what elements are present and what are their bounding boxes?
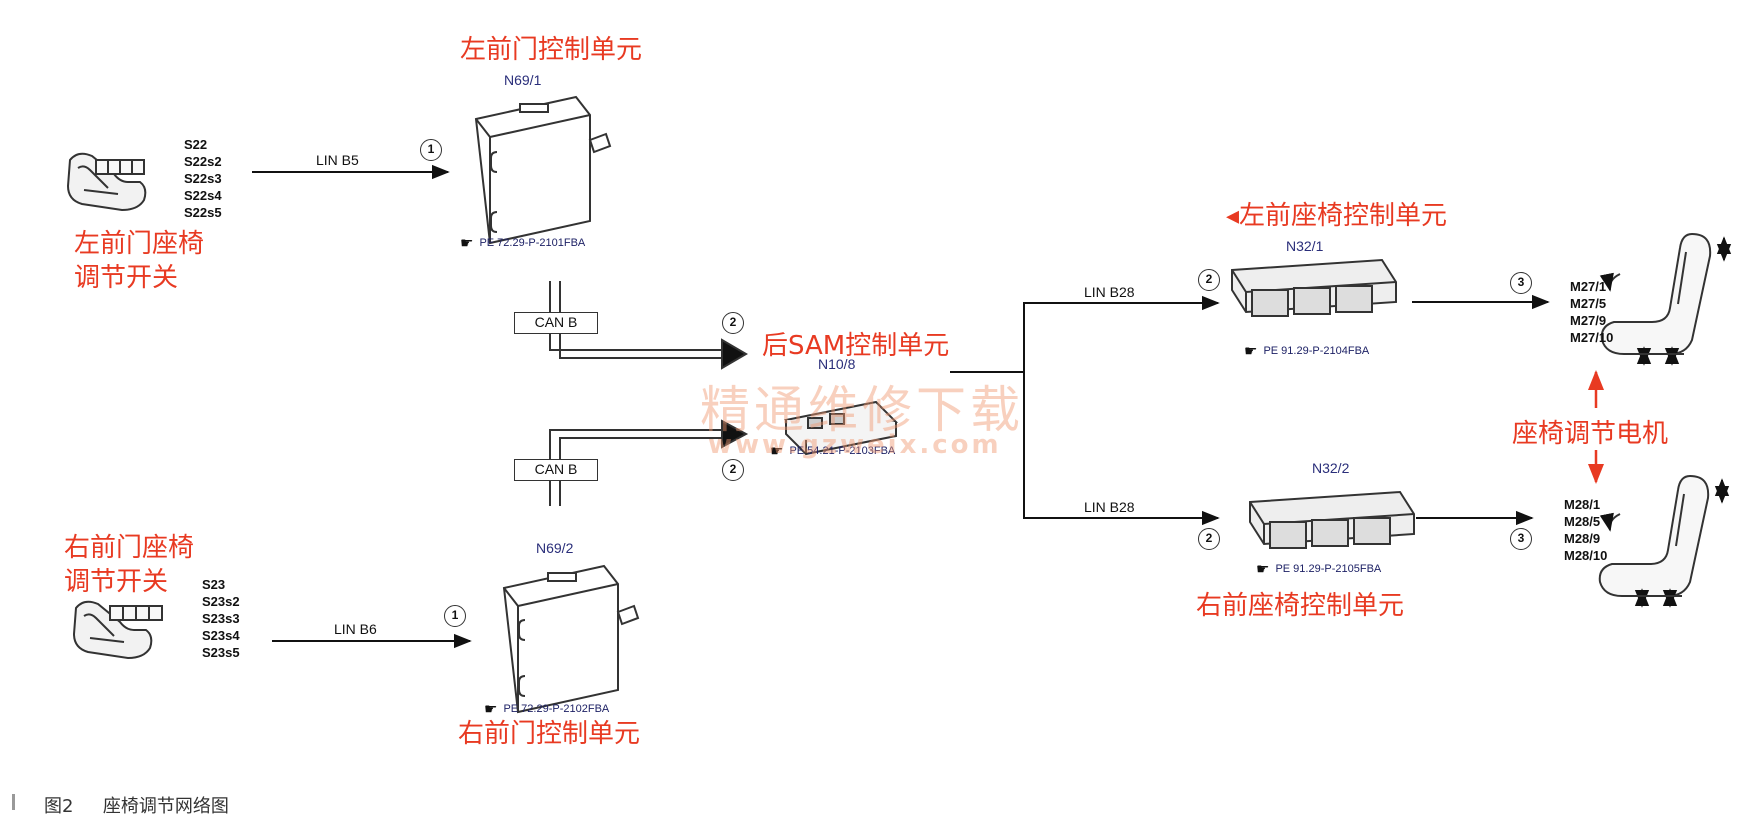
switch-code: S22	[184, 137, 208, 152]
switch-code: S22s2	[184, 154, 222, 169]
figure-number: 图2	[44, 796, 74, 817]
bottom-motor-codes: M28/1 M28/5 M28/9 M28/10	[1564, 496, 1607, 564]
rear-sam-label: 后SAM控制单元	[762, 331, 950, 361]
left-door-control-unit-icon	[474, 95, 612, 245]
ref-text[interactable]: PE 72.29-P-2101FBA	[479, 237, 586, 249]
switch-code: S22s5	[184, 205, 222, 220]
left-seat-control-unit-code: N32/1	[1286, 238, 1324, 254]
pointing-hand-icon: ☛	[460, 235, 474, 252]
left-seat-control-unit-ref: ☛ PE 91.29-P-2104FBA	[1244, 342, 1369, 360]
circle-marker-2: 2	[1198, 269, 1220, 291]
top-motor-codes: M27/1 M27/5 M27/9 M27/10	[1570, 278, 1613, 346]
right-door-control-unit-ref: ☛ PE 72.29-P-2102FBA	[484, 700, 609, 718]
ref-text[interactable]: PE 72.29-P-2102FBA	[503, 703, 610, 715]
right-seat-control-module-icon	[1249, 490, 1415, 549]
caption-marker	[12, 794, 15, 810]
left-seat-switch-label-1: 左前门座椅	[74, 229, 205, 259]
right-seat-switch-label-1: 右前门座椅	[64, 533, 195, 563]
right-seat-control-unit-ref: ☛ PE 91.29-P-2105FBA	[1256, 560, 1381, 578]
right-door-control-unit-code: N69/2	[536, 540, 574, 556]
front-right-seat-icon	[1598, 474, 1730, 608]
can-b-bottom-box: CAN B	[514, 459, 598, 481]
rear-sam-ref: ☛ PE 54.21-P-2103FBA	[770, 442, 895, 460]
right-switch-codes: S23 S23s2 S23s3 S23s4 S23s5	[202, 576, 240, 661]
switch-code: S23s4	[202, 628, 240, 643]
ref-text[interactable]: PE 91.29-P-2105FBA	[1275, 563, 1382, 575]
can-b-top-box: CAN B	[514, 312, 598, 334]
circle-marker-1: 1	[444, 605, 466, 627]
rear-sam-code: N10/8	[818, 356, 856, 372]
watermark-url: www.gzweix.com	[708, 430, 1002, 460]
circle-marker-2: 2	[722, 459, 744, 481]
motor-code: M28/9	[1564, 531, 1601, 546]
circle-marker-3: 3	[1510, 528, 1532, 550]
switch-code: S23s2	[202, 594, 240, 609]
right-seat-switch-icon	[72, 600, 163, 660]
left-seat-control-unit-label: ◂左前座椅控制单元	[1226, 201, 1448, 231]
left-seat-switch-icon	[66, 152, 147, 212]
right-seat-control-unit-label: 右前座椅控制单元	[1196, 591, 1405, 621]
right-door-control-unit-icon	[502, 564, 640, 714]
right-seat-switch-label-2: 调节开关	[64, 567, 169, 597]
left-door-control-unit-ref: ☛ PE 72.29-P-2101FBA	[460, 234, 585, 252]
switch-code: S22s3	[184, 171, 222, 186]
left-door-control-unit-label: 左前门控制单元	[460, 35, 643, 65]
left-seat-switch-label-2: 调节开关	[74, 263, 179, 293]
circle-marker-2: 2	[722, 312, 744, 334]
circle-marker-2: 2	[1198, 528, 1220, 550]
watermark-text: 精通维修下载	[700, 381, 1024, 439]
motor-code: M27/5	[1570, 296, 1607, 311]
switch-code: S23	[202, 577, 226, 592]
motor-code: M27/9	[1570, 313, 1607, 328]
figure-caption: 图2 座椅调节网络图	[44, 792, 229, 818]
lin-b6-label: LIN B6	[334, 621, 377, 637]
ref-text[interactable]: PE 54.21-P-2103FBA	[789, 445, 896, 457]
circle-marker-1: 1	[420, 139, 442, 161]
pointing-hand-icon: ☛	[1244, 343, 1258, 360]
ref-text[interactable]: PE 91.29-P-2104FBA	[1263, 345, 1370, 357]
left-switch-codes: S22 S22s2 S22s3 S22s4 S22s5	[184, 136, 222, 221]
pointing-hand-icon: ☛	[1256, 561, 1270, 578]
pointing-hand-icon: ☛	[484, 701, 498, 718]
can-b-top-bus	[549, 281, 748, 370]
lin-b28-bottom-label: LIN B28	[1084, 499, 1135, 515]
switch-code: S23s5	[202, 645, 240, 660]
lin-b28-branch	[950, 295, 1220, 526]
figure-title: 座椅调节网络图	[102, 796, 229, 817]
motor-code: M28/5	[1564, 514, 1601, 529]
right-door-control-unit-label: 右前门控制单元	[458, 719, 641, 749]
motor-code: M27/10	[1570, 330, 1614, 345]
switch-code: S23s3	[202, 611, 240, 626]
switch-code: S22s4	[184, 188, 222, 203]
motor-code: M28/10	[1564, 548, 1608, 563]
circle-marker-3: 3	[1510, 272, 1532, 294]
seat-motor-label: 座椅调节电机	[1512, 419, 1669, 449]
front-left-seat-icon	[1599, 232, 1732, 366]
pointing-hand-icon: ☛	[770, 443, 784, 460]
motor-code: M28/1	[1564, 497, 1601, 512]
right-seat-control-unit-code: N32/2	[1312, 460, 1350, 476]
motor-code: M27/1	[1570, 279, 1607, 294]
rear-sam-module-icon	[783, 400, 899, 456]
left-seat-control-module-icon	[1231, 258, 1397, 317]
lin-b28-top-label: LIN B28	[1084, 284, 1135, 300]
lin-b5-label: LIN B5	[316, 152, 359, 168]
left-door-control-unit-code: N69/1	[504, 72, 542, 88]
